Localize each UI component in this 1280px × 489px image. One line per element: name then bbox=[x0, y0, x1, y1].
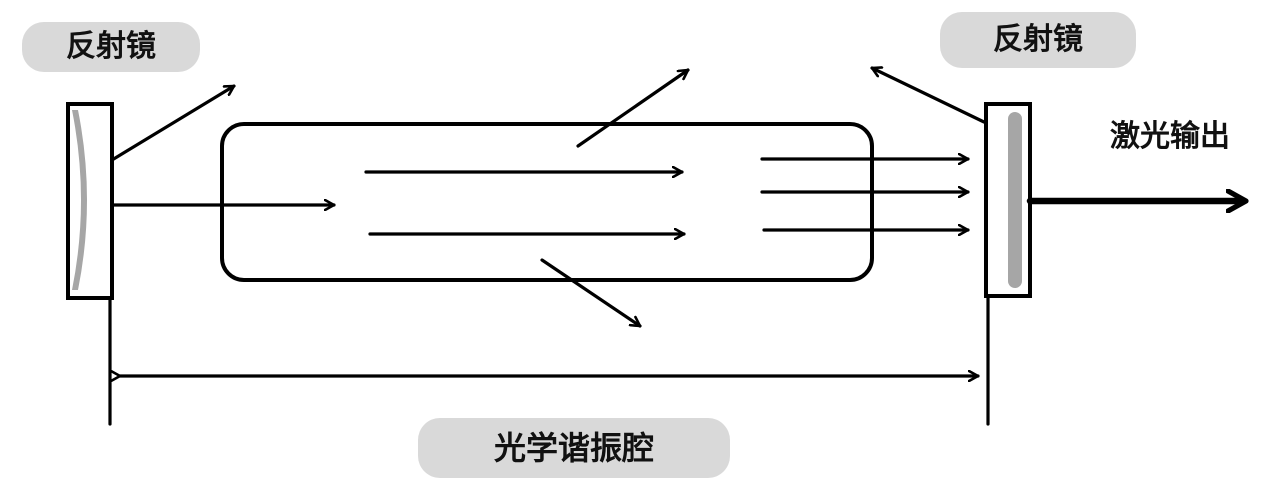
right-mirror bbox=[984, 102, 1032, 298]
left-mirror bbox=[66, 102, 114, 300]
reflected-beam-right-arrow bbox=[870, 68, 986, 124]
reflected-beam-left-arrow bbox=[110, 84, 236, 162]
laser-output-label: 激光输出 bbox=[1110, 119, 1230, 154]
optical-cavity-label: 光学谐振腔 bbox=[418, 418, 730, 478]
scattered-beam-up-arrow bbox=[576, 68, 690, 148]
scattered-beam-down-arrow bbox=[540, 258, 642, 328]
left-mirror-label: 反射镜 bbox=[22, 22, 200, 72]
gain-medium-tube bbox=[220, 122, 874, 282]
right-mirror-label: 反射镜 bbox=[940, 12, 1136, 68]
